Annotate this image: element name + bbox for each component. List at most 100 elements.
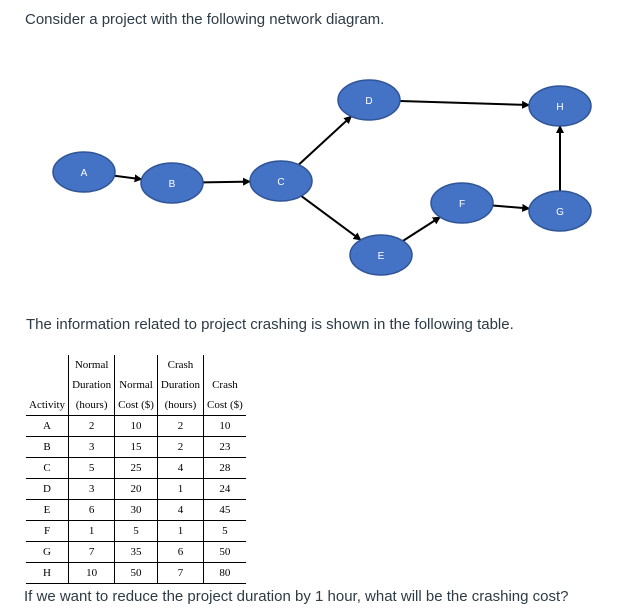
header-cell <box>26 375 69 395</box>
intro-text: Consider a project with the following ne… <box>25 11 385 28</box>
node-h: H <box>528 85 592 127</box>
node-c: C <box>249 160 313 202</box>
node-shape <box>52 151 116 193</box>
edge-c-e <box>300 195 362 241</box>
edge-a-b <box>114 174 143 183</box>
header-cell <box>26 355 69 375</box>
table-cell: E <box>26 499 69 521</box>
node-f: F <box>430 182 494 224</box>
table-row: C 5 25 4 28 <box>26 457 246 479</box>
node-shape <box>249 160 313 202</box>
table-cell: 80 <box>203 562 246 584</box>
header-cell: Normal <box>114 375 158 395</box>
header-cell <box>114 355 158 375</box>
table-row: G 7 35 6 50 <box>26 541 246 563</box>
header-cell: (hours) <box>156 395 204 416</box>
header-cell: Crash <box>203 375 246 395</box>
node-label: F <box>459 199 465 210</box>
header-row-2: Duration Normal Duration Crash <box>26 375 246 395</box>
node-shape <box>337 79 401 121</box>
node-g: G <box>528 190 592 232</box>
crashing-table: Normal Crash Duration Normal Duration Cr… <box>26 355 246 584</box>
edge-f-g <box>492 203 531 212</box>
table-cell: 50 <box>203 541 246 563</box>
header-cell: (hours) <box>68 395 115 416</box>
node-label: D <box>365 96 372 107</box>
table-cell: 35 <box>114 541 158 563</box>
node-label: C <box>277 177 284 188</box>
table-cell: 4 <box>156 457 204 479</box>
table-cell: H <box>26 562 69 584</box>
network-diagram: A B C D E F G H <box>52 79 592 276</box>
header-cell: Cost ($) <box>203 395 246 416</box>
table-cell: 2 <box>68 415 115 437</box>
table-cell: 23 <box>203 436 246 458</box>
table-cell: C <box>26 457 69 479</box>
table-row: F 1 5 1 5 <box>26 520 246 542</box>
table-cell: 7 <box>156 562 204 584</box>
node-a: A <box>52 151 116 193</box>
table-cell: 20 <box>114 478 158 500</box>
table-cell: 7 <box>68 541 115 563</box>
table-cell: 30 <box>114 499 158 521</box>
table-row: H 10 50 7 80 <box>26 562 246 584</box>
node-label: E <box>378 251 385 262</box>
table-cell: B <box>26 436 69 458</box>
table-cell: 1 <box>156 478 204 500</box>
table-cell: 25 <box>114 457 158 479</box>
table-row: A 2 10 2 10 <box>26 415 246 437</box>
table-cell: 6 <box>156 541 204 563</box>
table-cell: 1 <box>68 520 115 542</box>
table-cell: 45 <box>203 499 246 521</box>
table-cell: 3 <box>68 436 115 458</box>
table-cell: A <box>26 415 69 437</box>
header-cell <box>203 355 246 375</box>
edge-d-h <box>399 99 531 109</box>
table-cell: 1 <box>156 520 204 542</box>
edge-e-f <box>402 216 441 242</box>
table-cell: 2 <box>156 436 204 458</box>
header-cell: Crash <box>156 355 204 375</box>
node-b: B <box>140 162 204 204</box>
header-cell: Activity <box>29 399 66 411</box>
table-cell: 2 <box>156 415 204 437</box>
table-cell: G <box>26 541 69 563</box>
table-cell: 10 <box>203 415 246 437</box>
node-shape <box>528 85 592 127</box>
header-cell: Duration <box>156 375 204 395</box>
node-label: B <box>169 179 176 190</box>
table-row: E 6 30 4 45 <box>26 499 246 521</box>
table-row: B 3 15 2 23 <box>26 436 246 458</box>
table-cell: 28 <box>203 457 246 479</box>
table-cell: 6 <box>68 499 115 521</box>
node-shape <box>528 190 592 232</box>
node-d: D <box>337 79 401 121</box>
question-text: If we want to reduce the project duratio… <box>24 588 569 605</box>
header-cell: Duration <box>68 375 115 395</box>
header-cell: Cost ($) <box>114 395 158 416</box>
table-cell: 5 <box>68 457 115 479</box>
node-shape <box>140 162 204 204</box>
table-cell: 10 <box>114 415 158 437</box>
table-cell: 24 <box>203 478 246 500</box>
node-e: E <box>349 234 413 276</box>
edge-c-d <box>298 115 352 166</box>
table-cell: 5 <box>114 520 158 542</box>
table-cell: 10 <box>68 562 115 584</box>
table-intro-text: The information related to project crash… <box>26 316 514 333</box>
node-shape <box>430 182 494 224</box>
node-label: A <box>81 168 88 179</box>
node-shape <box>349 234 413 276</box>
header-cell: Normal <box>68 355 115 375</box>
table-cell: F <box>26 520 69 542</box>
table-cell: D <box>26 478 69 500</box>
table-row: D 3 20 1 24 <box>26 478 246 500</box>
table-cell: 15 <box>114 436 158 458</box>
node-label: G <box>556 207 564 218</box>
table-cell: 4 <box>156 499 204 521</box>
header-row-1: Normal Crash <box>26 355 246 375</box>
header-row-3: Activity (hours) Cost ($) (hours) Cost (… <box>26 395 246 416</box>
table-cell: 5 <box>203 520 246 542</box>
edge-b-c <box>202 177 252 186</box>
node-label: H <box>556 102 563 113</box>
